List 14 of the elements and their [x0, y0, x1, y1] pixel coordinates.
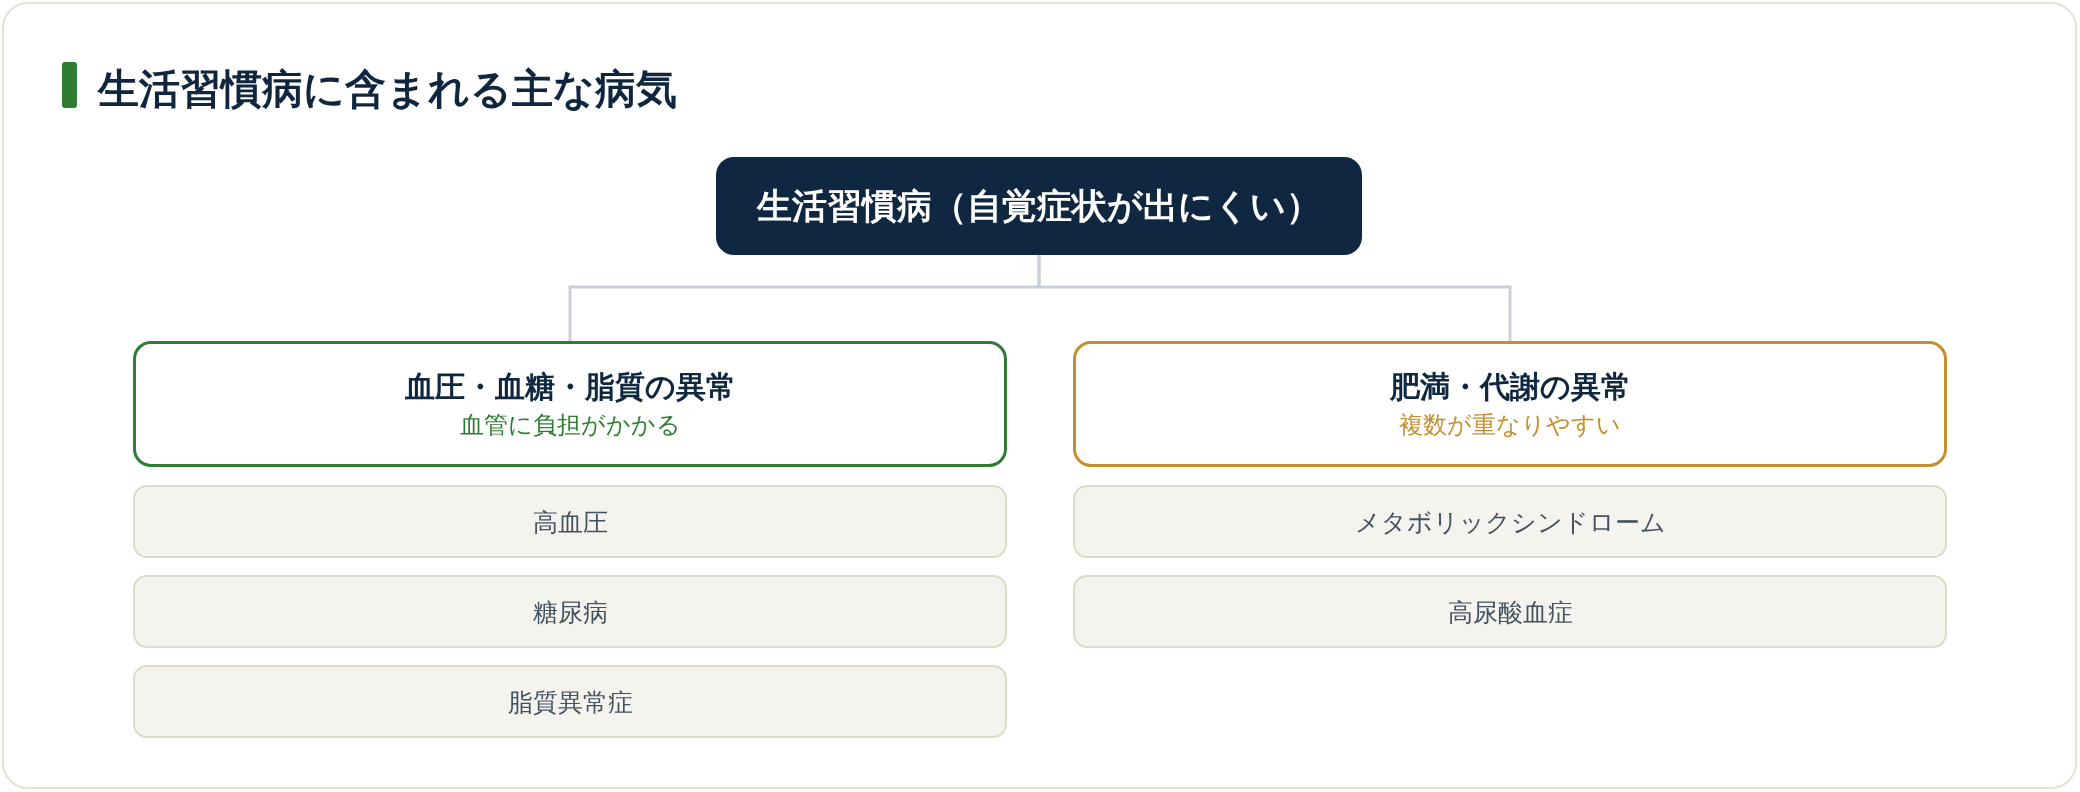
- category-note: 血管に負担がかかる: [459, 410, 681, 440]
- disease-box: 糖尿病: [133, 575, 1007, 648]
- disease-box: 高血圧: [133, 485, 1007, 558]
- disease-box: 高尿酸血症: [1073, 575, 1947, 648]
- root-box: 生活習慣病（自覚症状が出にくい）: [716, 157, 1362, 255]
- category-heading: 血圧・血糖・脂質の異常: [404, 369, 736, 405]
- disease-box: 脂質異常症: [133, 665, 1007, 738]
- category-note: 複数が重なりやすい: [1399, 410, 1621, 440]
- title: 生活習慣病に含まれる主な病気: [98, 65, 677, 114]
- connector-line: [1037, 255, 1512, 341]
- category-box: [1073, 341, 1947, 467]
- category-box: [133, 341, 1007, 467]
- disease-box: メタボリックシンドローム: [1073, 485, 1947, 558]
- category-heading: 肥満・代謝の異常: [1389, 369, 1631, 405]
